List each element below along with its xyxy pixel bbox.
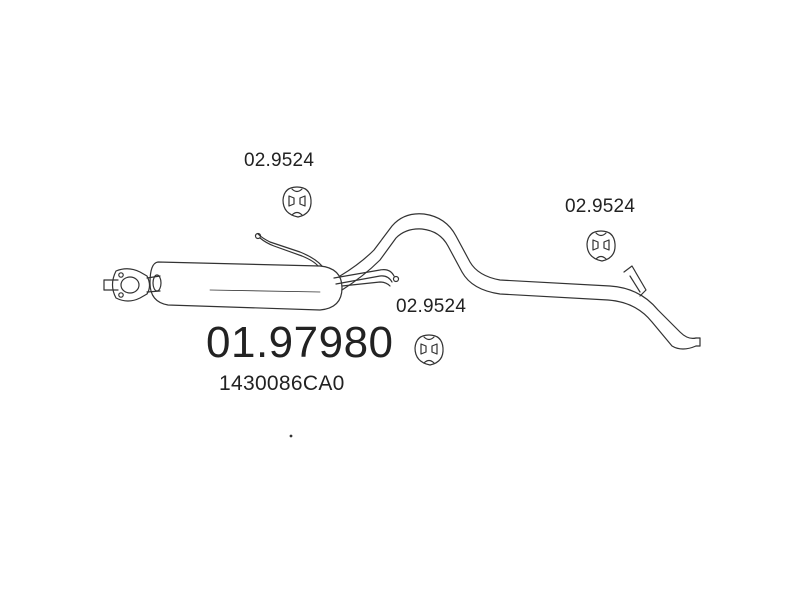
inlet-pipe-stub: [103, 279, 119, 291]
stray-dot: [289, 434, 293, 438]
inlet-pipe: [146, 274, 162, 293]
muffler-body: [149, 261, 343, 311]
tailpipe-bracket: [623, 265, 647, 297]
hanger-label-right: 02.9524: [565, 196, 636, 217]
inlet-flange: [111, 268, 151, 302]
main-part-number: 01.97980: [206, 318, 394, 367]
hanger-label-middle: 02.9524: [396, 296, 467, 317]
muffler-hanger-rod: [254, 232, 323, 267]
rubber-hanger-right: [586, 230, 616, 262]
hanger-label-top: 02.9524: [244, 150, 315, 171]
oem-part-number: 1430086CA0: [219, 372, 345, 395]
rubber-hanger-middle: [414, 334, 444, 366]
rubber-hanger-top: [282, 186, 312, 218]
tail-pipe: [339, 213, 701, 350]
muffler-outlet: [333, 269, 400, 287]
